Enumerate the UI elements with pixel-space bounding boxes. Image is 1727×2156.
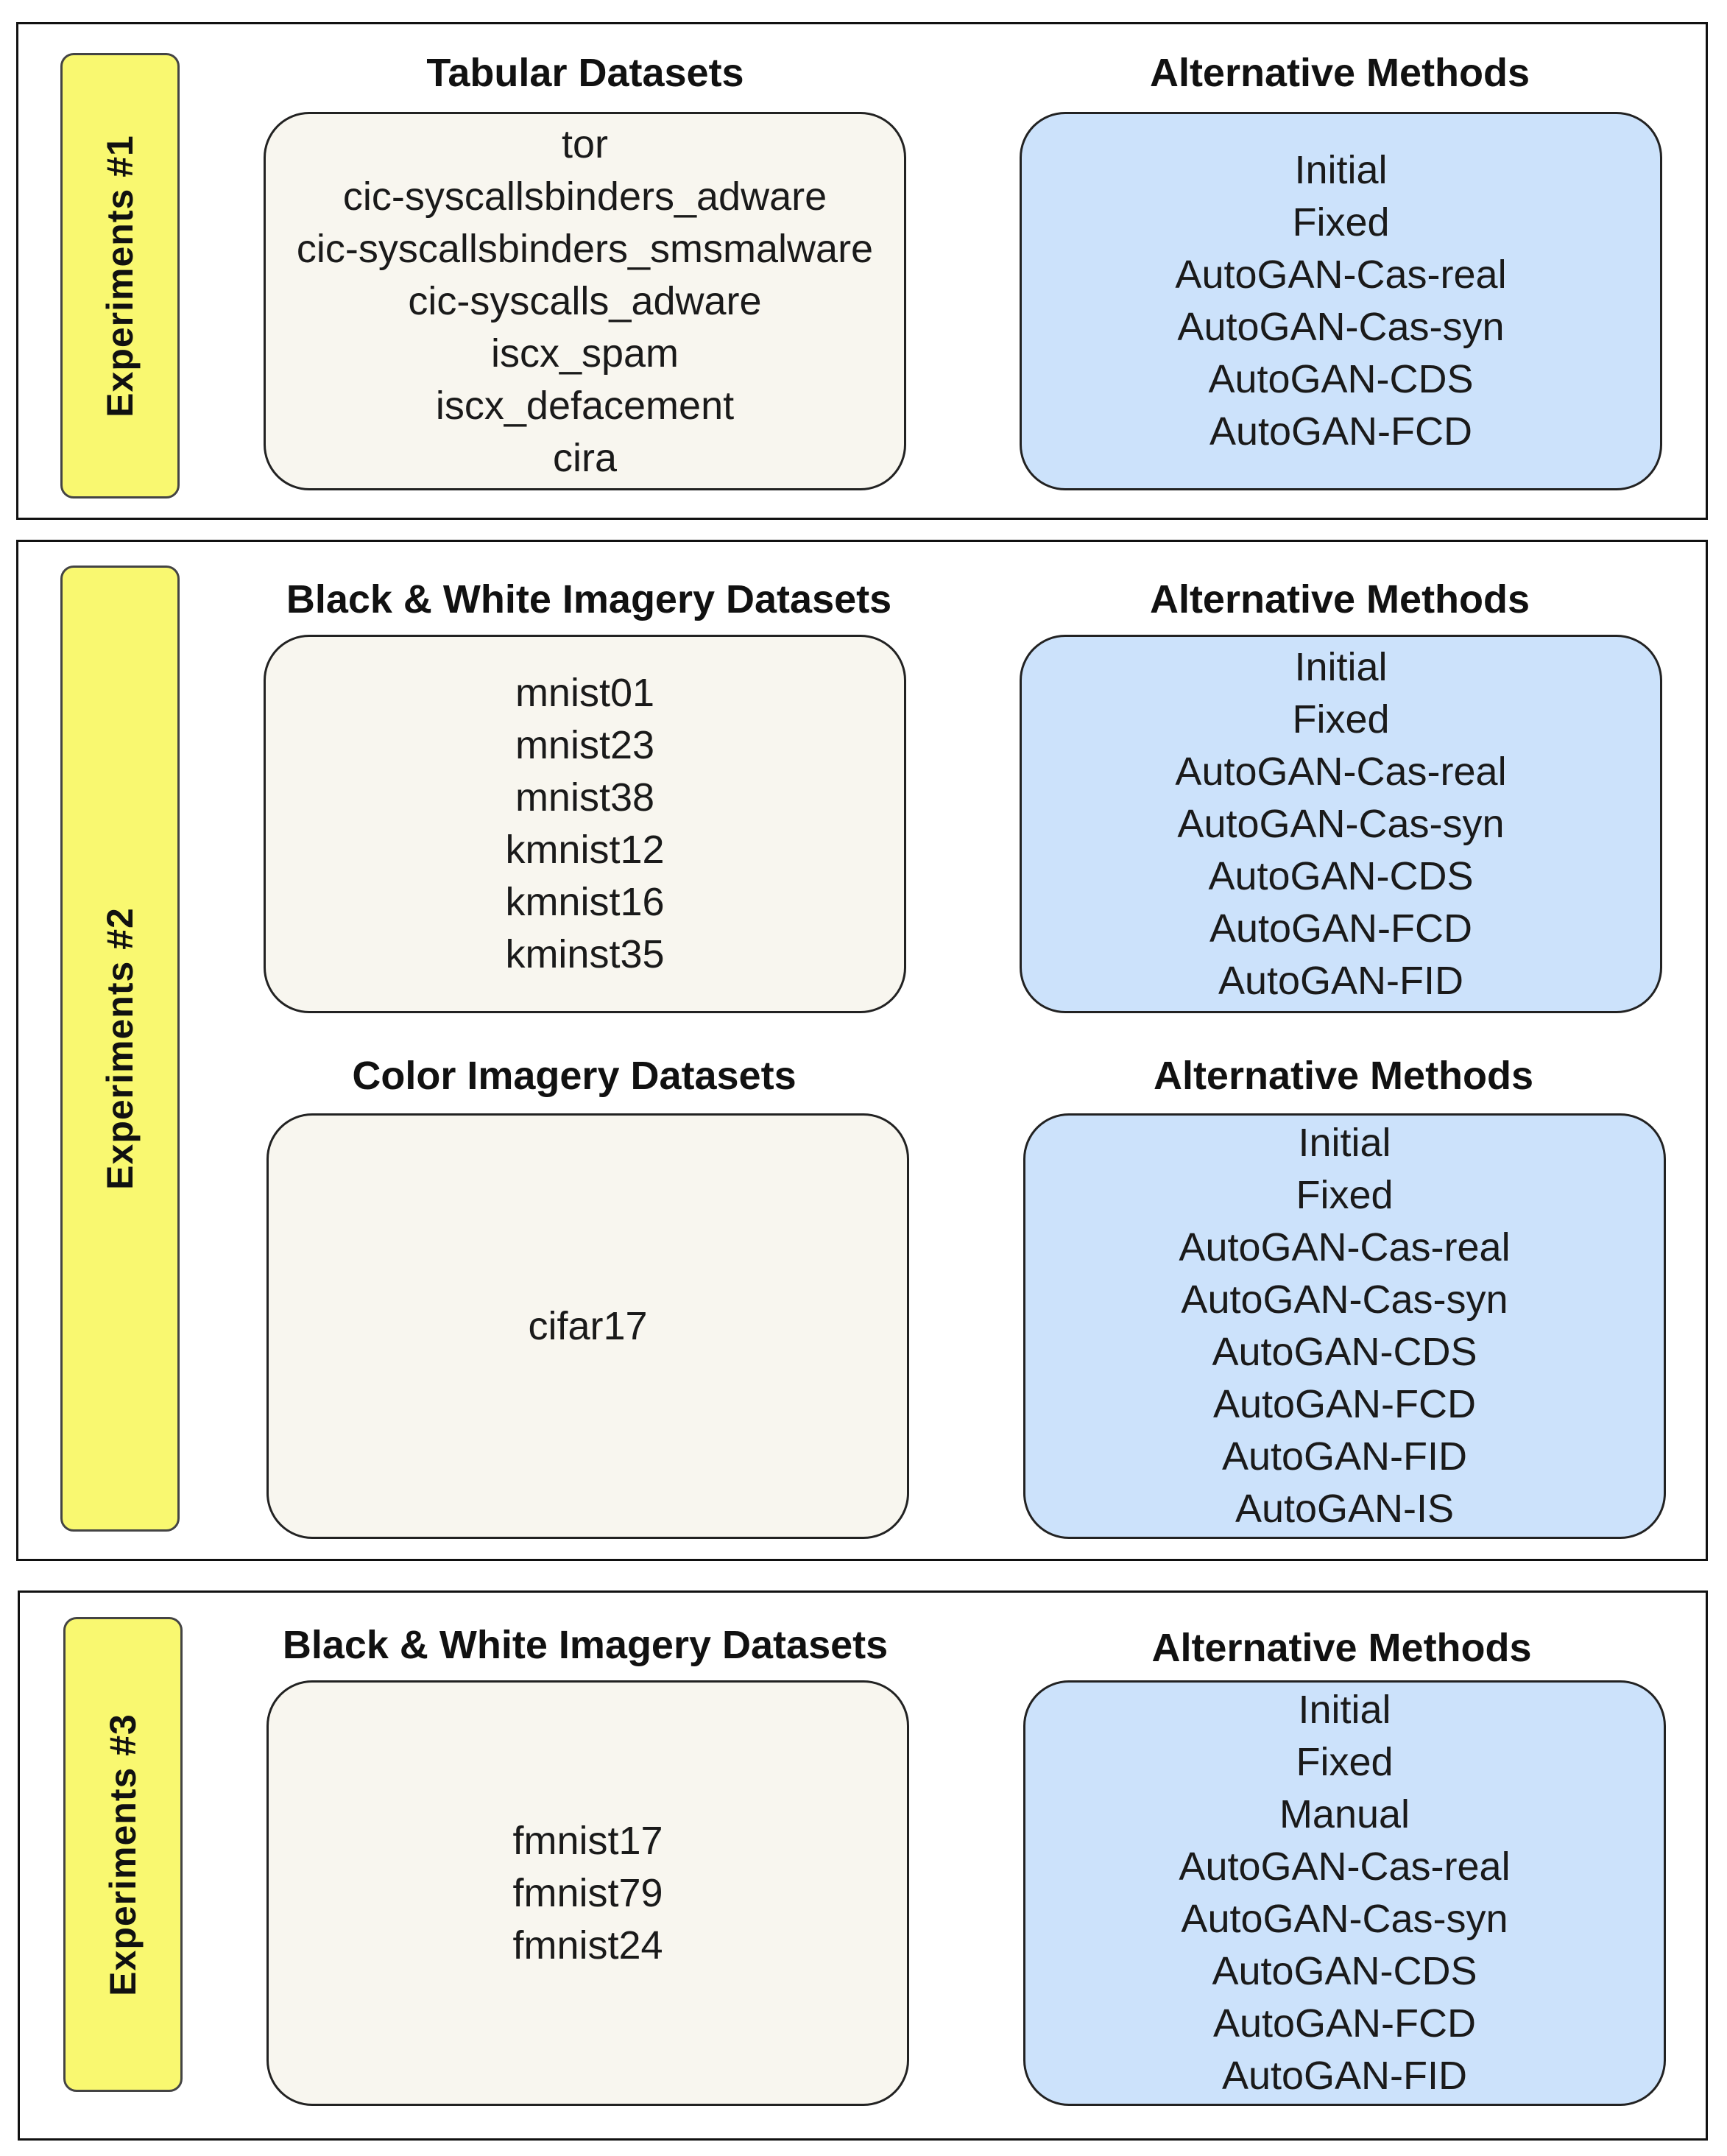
experiment-2-color-datasets-box: cifar17: [266, 1113, 909, 1539]
method-item: AutoGAN-FCD: [1209, 409, 1473, 454]
dataset-item: cic-syscalls_adware: [408, 278, 762, 323]
method-item: Initial: [1298, 1688, 1391, 1732]
method-item: AutoGAN-FCD: [1209, 906, 1473, 951]
dataset-item: iscx_spam: [490, 331, 679, 376]
method-item: AutoGAN-Cas-syn: [1177, 305, 1505, 349]
method-item: Manual: [1279, 1792, 1410, 1836]
dataset-item: tor: [561, 121, 609, 166]
method-item: Fixed: [1296, 1740, 1394, 1784]
experiment-1-datasets-title: Tabular Datasets: [426, 51, 744, 95]
experiment-2-color-methods-title: Alternative Methods: [1153, 1054, 1534, 1098]
method-item: AutoGAN-Cas-real: [1179, 1845, 1511, 1889]
method-item: AutoGAN-CDS: [1212, 1330, 1477, 1374]
dataset-item: cic-syscallsbinders_adware: [342, 174, 827, 219]
method-item: AutoGAN-Cas-real: [1175, 749, 1507, 794]
experiment-3-datasets-box: fmnist17 fmnist79 fmnist24: [266, 1680, 909, 2106]
method-item: AutoGAN-Cas-real: [1175, 253, 1507, 297]
experiment-1-methods-title: Alternative Methods: [1149, 51, 1530, 95]
experiment-1-tag: Experiments #1: [60, 53, 180, 499]
experiment-2-tag: Experiments #2: [60, 566, 180, 1532]
method-item: AutoGAN-IS: [1235, 1487, 1455, 1531]
dataset-item: cifar17: [528, 1303, 648, 1348]
method-item: Initial: [1294, 644, 1388, 689]
method-item: Fixed: [1296, 1173, 1394, 1217]
method-item: Initial: [1298, 1121, 1391, 1165]
method-item: AutoGAN-CDS: [1212, 1949, 1477, 1993]
experiment-3-methods-title: Alternative Methods: [1151, 1626, 1532, 1670]
experiment-2-bw-datasets-title: Black & White Imagery Datasets: [286, 577, 892, 621]
method-item: AutoGAN-Cas-syn: [1181, 1897, 1508, 1941]
dataset-item: kminst35: [505, 932, 665, 976]
experiment-3-datasets-title: Black & White Imagery Datasets: [282, 1623, 889, 1667]
method-item: Fixed: [1292, 697, 1390, 741]
method-item: Fixed: [1292, 200, 1390, 244]
experiment-1-datasets-box: tor cic-syscallsbinders_adware cic-syscall…: [264, 112, 906, 490]
method-item: AutoGAN-FID: [1218, 958, 1464, 1003]
dataset-item: kmnist12: [505, 828, 665, 872]
experiment-3-label: Experiments #3: [102, 1713, 144, 1996]
method-item: AutoGAN-CDS: [1208, 853, 1474, 898]
method-item: AutoGAN-FID: [1221, 2054, 1468, 2098]
experiment-2-color-datasets-title: Color Imagery Datasets: [352, 1054, 797, 1098]
dataset-item: fmnist79: [512, 1870, 663, 1915]
method-item: AutoGAN-Cas-syn: [1181, 1278, 1508, 1322]
dataset-item: fmnist24: [512, 1923, 663, 1967]
method-item: AutoGAN-FID: [1221, 1434, 1468, 1479]
experiment-1-label: Experiments #1: [99, 134, 141, 418]
dataset-item: kmnist16: [505, 880, 665, 924]
dataset-item: cic-syscallsbinders_smsmalware: [296, 226, 874, 271]
method-item: Initial: [1294, 148, 1388, 192]
experiment-2-label: Experiments #2: [99, 907, 141, 1190]
dataset-item: iscx_defacement: [435, 383, 735, 428]
method-item: AutoGAN-Cas-real: [1179, 1225, 1511, 1269]
method-item: AutoGAN-Cas-syn: [1177, 801, 1505, 846]
experiment-2-bw-datasets-box: mnist01 mnist23 mnist38 kmnist12 kmnist16 kmi…: [264, 635, 906, 1013]
dataset-item: cira: [552, 435, 617, 480]
dataset-item: mnist01: [515, 671, 655, 715]
dataset-item: fmnist17: [512, 1818, 663, 1863]
dataset-item: mnist23: [515, 723, 655, 767]
method-item: AutoGAN-CDS: [1208, 357, 1474, 401]
experiment-3-tag: Experiments #3: [63, 1617, 183, 2092]
dataset-item: mnist38: [515, 775, 655, 820]
experiment-2-bw-methods-title: Alternative Methods: [1149, 577, 1530, 621]
method-item: AutoGAN-FCD: [1212, 2001, 1477, 2046]
method-item: AutoGAN-FCD: [1212, 1382, 1477, 1426]
